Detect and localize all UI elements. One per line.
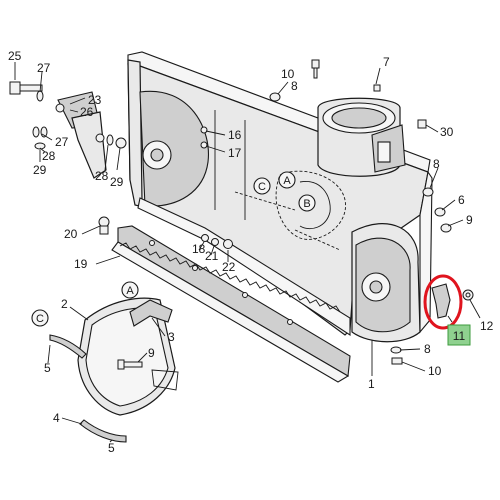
scraper-bar	[111, 225, 351, 383]
callout-12: 12	[480, 319, 494, 333]
callout-25: 25	[8, 49, 22, 63]
circle-ref-c-lower: C	[36, 313, 44, 325]
callout-21: 21	[205, 249, 219, 263]
callout-7: 7	[383, 55, 390, 69]
highlight-ring	[423, 274, 463, 330]
lower-drum-parts	[49, 297, 179, 443]
callout-6: 6	[458, 193, 465, 207]
callout-9-b: 9	[148, 346, 155, 360]
callout-18: 18	[192, 242, 206, 256]
circle-refs: C A B A C	[31, 171, 316, 327]
callout-5-b: 5	[108, 441, 115, 455]
callout-28-b: 28	[95, 169, 109, 183]
callout-5: 5	[44, 361, 51, 375]
callout-17: 17	[228, 146, 242, 160]
circle-ref-a-lower: A	[126, 285, 134, 297]
circle-ref-c: C	[258, 181, 266, 193]
circle-ref-a: A	[283, 175, 291, 187]
bracket-assembly	[9, 81, 107, 179]
callout-9: 9	[466, 213, 473, 227]
callouts: 25 27 23 26 27 28 29 28 29 10 8 7 16 17 …	[8, 49, 494, 455]
callout-20: 20	[64, 227, 78, 241]
callout-8-b: 8	[433, 157, 440, 171]
callout-10-b: 10	[428, 364, 442, 378]
highlight-label-box	[447, 324, 471, 346]
callout-27-b: 27	[55, 135, 69, 149]
callout-29-b: 29	[110, 175, 124, 189]
highlight-label: 11	[453, 329, 466, 343]
hardware	[32, 59, 474, 365]
callout-22: 22	[222, 260, 236, 274]
callout-29: 29	[33, 163, 47, 177]
leader-lines	[14, 62, 481, 443]
callout-8-c: 8	[424, 342, 431, 356]
callout-1: 1	[368, 377, 375, 391]
callout-26: 26	[80, 105, 94, 119]
callout-8: 8	[291, 79, 298, 93]
circle-ref-b: B	[303, 198, 310, 210]
callout-16: 16	[228, 128, 242, 142]
callout-28: 28	[42, 149, 56, 163]
callout-23: 23	[88, 93, 102, 107]
callout-3: 3	[168, 330, 175, 344]
callout-2: 2	[61, 297, 68, 311]
callout-27: 27	[37, 61, 51, 75]
callout-19: 19	[74, 257, 88, 271]
callout-10: 10	[281, 67, 295, 81]
callout-30: 30	[440, 125, 454, 139]
callout-4: 4	[53, 411, 60, 425]
